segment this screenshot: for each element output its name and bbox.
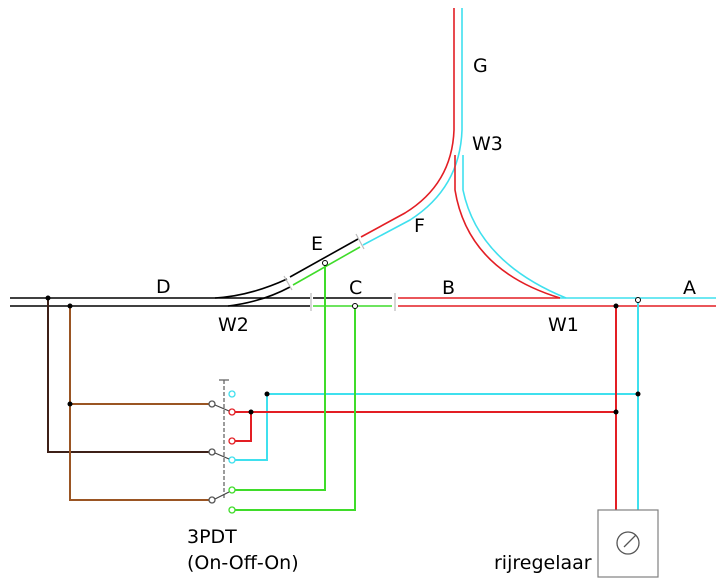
controller-box — [597, 509, 659, 578]
wire-green-c — [232, 306, 356, 511]
switch-term-3b — [228, 506, 236, 514]
wire-brown-d — [69, 306, 212, 405]
tap-e-green — [322, 260, 328, 266]
wire-cyan-a — [267, 300, 639, 395]
wire-brown-d-lower — [69, 404, 212, 501]
controller-knob-pointer — [623, 534, 637, 548]
label-f: F — [414, 215, 425, 237]
switch-term-3a — [228, 486, 236, 494]
rail-w2-curve-outer — [214, 278, 288, 299]
label-c: C — [349, 277, 362, 299]
junction-dots — [45, 295, 641, 415]
switch-blade-2 — [214, 452, 230, 460]
label-e: E — [311, 233, 323, 255]
dot-red-switch — [248, 409, 254, 415]
dot-d-top — [45, 295, 51, 301]
wire-dark-brown-d — [47, 298, 212, 453]
switch-term-1a — [228, 390, 236, 398]
dot-cyan-split — [635, 391, 641, 397]
switch-term-3c — [208, 496, 216, 504]
label-a: A — [683, 277, 696, 299]
dot-cyan-switch — [264, 391, 270, 397]
label-b: B — [442, 277, 455, 299]
gap-e-w2 — [283, 275, 293, 291]
wire-red-switch — [232, 412, 252, 442]
switch-term-1b — [228, 408, 236, 416]
tap-c-green — [352, 303, 358, 309]
rail-w1-curve-inner — [462, 155, 567, 299]
insulation-gaps — [283, 233, 396, 311]
switch-term-2a — [228, 437, 236, 445]
label-g: G — [473, 55, 488, 77]
rail-f-inner — [362, 8, 463, 246]
rail-w2-curve-inner — [227, 286, 291, 307]
rail-w1-curve-outer — [454, 155, 561, 299]
label-w2: W2 — [218, 314, 249, 336]
label-w3: W3 — [472, 133, 503, 155]
wire-cyan-switch — [232, 394, 268, 461]
wire-green-e — [232, 263, 326, 491]
gap-e-f — [355, 233, 365, 250]
diagram-labels: G W3 F E D C B A W2 W1 3PDT (On-Off-On) … — [156, 55, 696, 574]
dot-red-a — [613, 303, 619, 309]
dot-d-bottom — [67, 303, 73, 309]
rail-e-inner — [292, 246, 361, 286]
switch-term-2c — [208, 448, 216, 456]
label-d: D — [156, 276, 171, 298]
tap-a-cyan — [635, 297, 641, 303]
rail-taps — [322, 260, 641, 309]
switch-blade-1 — [214, 404, 230, 412]
switch-term-1c — [208, 400, 216, 408]
track-rails — [10, 8, 716, 307]
rail-f-outer — [360, 8, 455, 238]
controller-knob-icon — [616, 531, 640, 555]
switch-term-2b — [228, 456, 236, 464]
switch-blade-3 — [214, 491, 230, 500]
feeder-wires — [47, 263, 639, 511]
label-w1: W1 — [548, 314, 579, 336]
label-switch-type: (On-Off-On) — [187, 552, 299, 574]
label-controller: rijregelaar — [494, 552, 592, 574]
dot-brown-split — [67, 401, 73, 407]
label-switch-name: 3PDT — [187, 526, 237, 548]
dot-red-split — [613, 409, 619, 415]
switch-3pdt — [208, 379, 236, 514]
rail-e-outer — [289, 238, 359, 278]
